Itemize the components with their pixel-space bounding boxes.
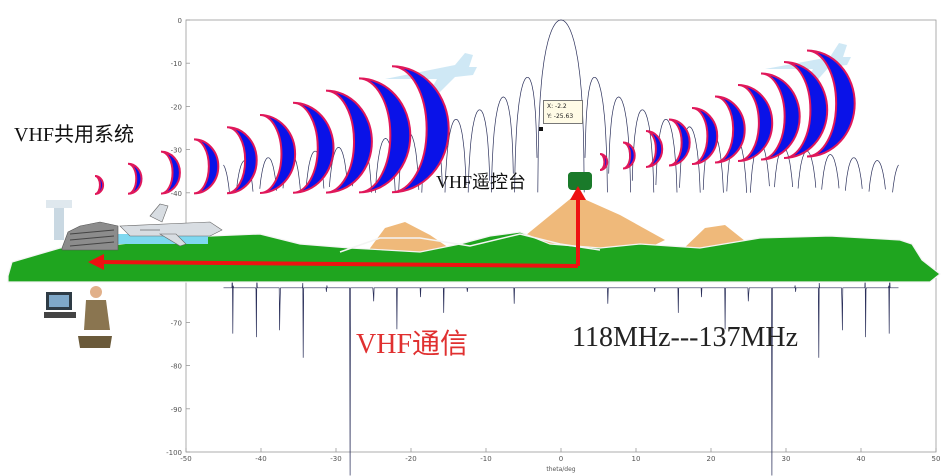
- station-label: VHF遥控台: [436, 172, 527, 192]
- datatip-y: Y: -25.63: [547, 113, 574, 120]
- y-tick-label: -80: [171, 363, 182, 371]
- y-tick-label: -30: [171, 147, 182, 155]
- control-tower-icon: [46, 200, 72, 240]
- wave-front: [783, 61, 829, 159]
- x-tick-label: -50: [180, 455, 191, 463]
- y-tick-label: -90: [171, 406, 182, 414]
- comm-label: VHF通信: [356, 329, 469, 360]
- y-tick-label: -20: [171, 103, 182, 111]
- wave-front: [760, 72, 801, 161]
- system-title: VHF共用系统: [14, 124, 135, 146]
- operator-workstation-icon: [44, 286, 112, 348]
- ridge-highlight: [339, 233, 601, 253]
- wave-front: [358, 77, 412, 194]
- x-tick-label: -20: [405, 455, 416, 463]
- x-tick-label: 0: [559, 455, 563, 463]
- x-tick-label: -30: [330, 455, 341, 463]
- pattern-curve-lower: [223, 272, 899, 476]
- wave-front: [127, 162, 143, 195]
- wave-front: [622, 141, 636, 170]
- datatip: X: -2.2 Y: -25.63: [543, 100, 583, 124]
- wave-front: [645, 130, 664, 168]
- radio-waves-left: [94, 65, 450, 195]
- airport-terminal-icon: [61, 221, 208, 251]
- wave-front: [94, 175, 105, 195]
- x-tick-label: 30: [782, 455, 791, 463]
- datatip-x: X: -2.2: [547, 103, 567, 110]
- y-tick-label: 0: [178, 17, 182, 25]
- x-tick-label: 10: [632, 455, 641, 463]
- x-tick-label: 40: [857, 455, 866, 463]
- wave-front: [806, 49, 856, 158]
- airplane-icon: [765, 43, 851, 85]
- wave-front: [599, 153, 609, 171]
- airliner-icon: [119, 203, 223, 247]
- wave-front: [668, 118, 691, 167]
- wave-front: [292, 101, 335, 194]
- arrow-head-up: [570, 186, 586, 200]
- wave-front: [737, 84, 774, 162]
- y-tick-label: -70: [171, 319, 182, 327]
- x-axis-ticks: -50 -40 -30 -20 -10 0 10 20 30 40 50: [180, 448, 940, 463]
- x-tick-label: -10: [480, 455, 491, 463]
- x-tick-label: -40: [255, 455, 266, 463]
- wave-front: [226, 126, 258, 195]
- datatip-marker: [539, 127, 543, 131]
- wave-front: [193, 138, 220, 195]
- wave-front: [391, 65, 450, 194]
- radio-waves-right: [599, 49, 856, 171]
- y-tick-label: -10: [171, 60, 182, 68]
- y-tick-label: -100: [166, 449, 182, 457]
- airplane-icon: [385, 53, 477, 95]
- y-tick-label: -40: [171, 190, 182, 198]
- radio-station-icon: [568, 172, 592, 190]
- wave-front: [259, 114, 297, 194]
- x-axis-title: theta/deg: [546, 466, 575, 473]
- wave-front: [160, 150, 181, 195]
- arrow-head-left: [88, 254, 104, 270]
- x-tick-label: 50: [932, 455, 941, 463]
- freq-range-label: 118MHz---137MHz: [572, 322, 799, 353]
- wave-front: [714, 95, 746, 164]
- wave-front: [325, 89, 373, 194]
- signal-path: [99, 196, 580, 268]
- x-tick-label: 20: [707, 455, 716, 463]
- wave-front: [691, 107, 719, 165]
